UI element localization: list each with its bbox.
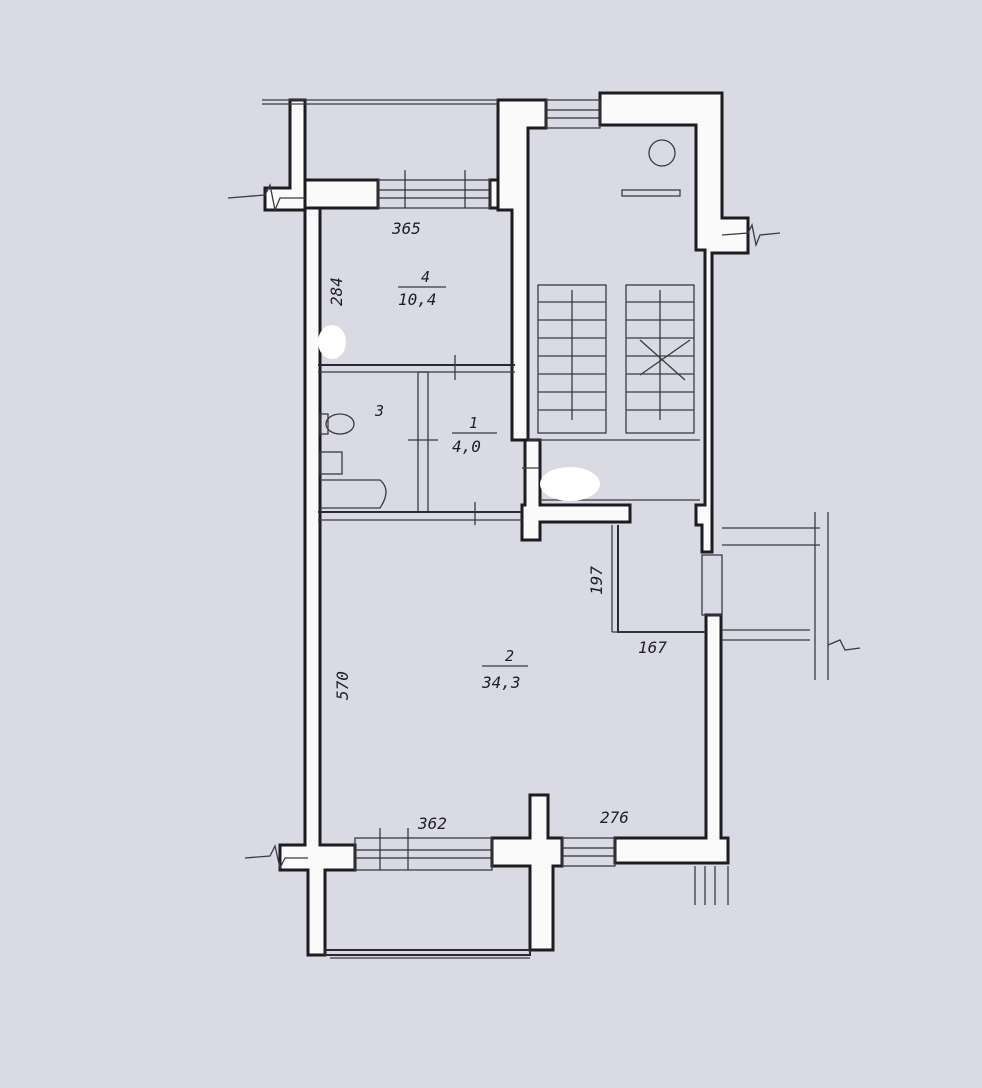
stair-flight-left — [537, 284, 607, 434]
room-1-number: 1 — [469, 414, 478, 432]
smudge-center — [540, 467, 600, 501]
stair-right-wall — [598, 91, 750, 554]
break-mark-right — [721, 223, 781, 248]
room-2-area: 34,3 — [481, 673, 521, 692]
room-1-area: 4,0 — [452, 437, 481, 456]
break-mark-left — [227, 183, 305, 213]
bathtub-icon — [320, 479, 387, 509]
window-stair — [545, 99, 601, 129]
smudge-left — [318, 325, 346, 359]
sink-icon — [319, 451, 343, 475]
break-lines — [227, 99, 781, 959]
walls — [263, 91, 750, 957]
dim-niche-height: 197 — [587, 566, 606, 595]
dim-bottom-right-width: 276 — [600, 808, 629, 827]
window-top — [377, 179, 491, 209]
redaction-marks — [318, 325, 600, 501]
break-mark-bottom — [244, 844, 308, 870]
windows — [354, 99, 616, 871]
stairwell — [528, 139, 700, 501]
dimension-labels: 365 284 570 362 276 197 167 — [327, 219, 667, 833]
upper-partition-wall — [303, 178, 380, 210]
room-labels: 4 10,4 3 1 4,0 2 34,3 — [374, 268, 528, 692]
chute-icon — [648, 139, 676, 167]
room-2-number: 2 — [505, 647, 514, 665]
stair-divider-wall — [496, 98, 632, 542]
room-3-number: 3 — [374, 402, 384, 420]
window-bottom-right — [561, 837, 616, 867]
right-niche — [611, 512, 861, 680]
interior-partitions — [318, 355, 540, 525]
bottom-pier — [490, 793, 564, 952]
room-4-area: 10,4 — [398, 290, 437, 309]
balcony-edge — [324, 949, 531, 956]
dim-top-room-height: 284 — [327, 277, 346, 306]
stair-steps-left — [538, 290, 606, 420]
window-bottom-left — [354, 837, 493, 871]
toilet-icon — [325, 413, 355, 435]
dim-top-room-width: 365 — [391, 219, 421, 238]
right-exterior-wall — [613, 613, 730, 865]
dim-niche-width: 167 — [638, 638, 667, 657]
dim-bottom-left-width: 362 — [417, 814, 447, 833]
stair-steps-right — [626, 290, 694, 420]
room-4-number: 4 — [421, 268, 430, 286]
left-exterior-wall — [263, 98, 357, 957]
dim-main-room-height: 570 — [333, 671, 352, 700]
bathroom-fixtures — [319, 413, 387, 509]
stair-flight-right — [625, 284, 695, 434]
